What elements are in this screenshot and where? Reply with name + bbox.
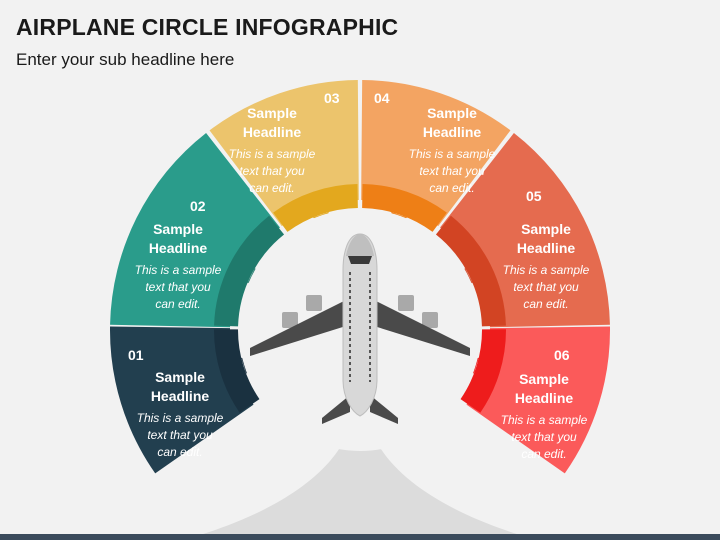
bottom-bar (0, 534, 720, 540)
segment-06-number: 06 (554, 347, 570, 363)
segment-06-inner-ring (460, 329, 506, 413)
segment-02-number: 02 (190, 198, 206, 214)
segment-05-inner-ring (435, 215, 506, 327)
segment-04-number: 04 (374, 90, 390, 106)
segment-05-number: 05 (526, 188, 542, 204)
page-subtitle: Enter your sub headline here (16, 50, 235, 69)
segment-06 (466, 326, 611, 474)
page-title: AIRPLANE CIRCLE INFOGRAPHIC (16, 14, 399, 40)
contrail-shape (200, 420, 520, 535)
segment-03-number: 03 (324, 90, 340, 106)
segment-04-inner-ring (362, 184, 447, 232)
airplane-icon (250, 233, 470, 424)
segment-03-inner-ring (273, 184, 358, 232)
segment-02-inner-ring (214, 215, 285, 327)
segment-01-inner-ring (213, 329, 260, 413)
segment-01-number: 01 (128, 347, 144, 363)
segment-01 (109, 326, 254, 474)
